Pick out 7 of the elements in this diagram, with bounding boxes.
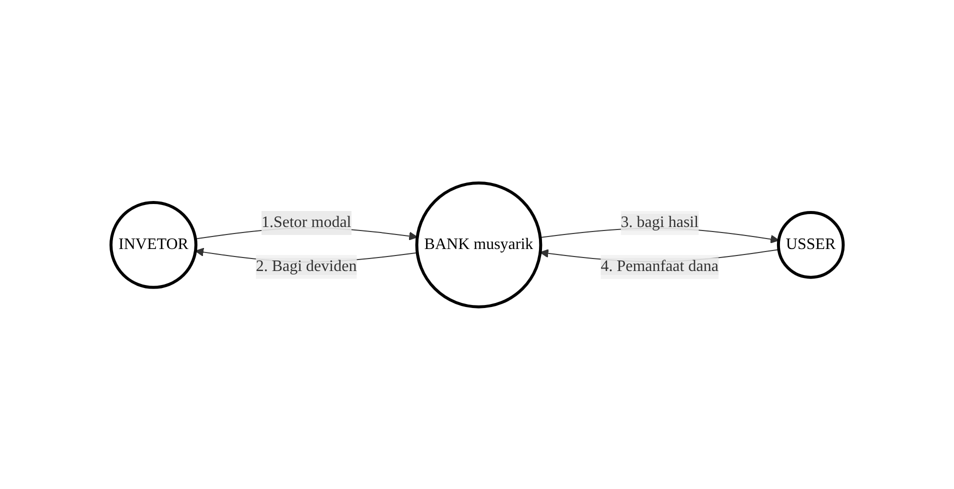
node-circle: USSER [776, 210, 845, 278]
edge-label: 3. bagi hasil [620, 214, 698, 231]
node-circle: INVETOR [109, 200, 198, 288]
edge-label: 2. Bagi deviden [256, 257, 357, 274]
edge-label: 4. Pemanfaat dana [600, 257, 718, 274]
node-circle: BANK musyarik [415, 181, 542, 308]
edge-label: 1.Setor modal [261, 213, 352, 230]
